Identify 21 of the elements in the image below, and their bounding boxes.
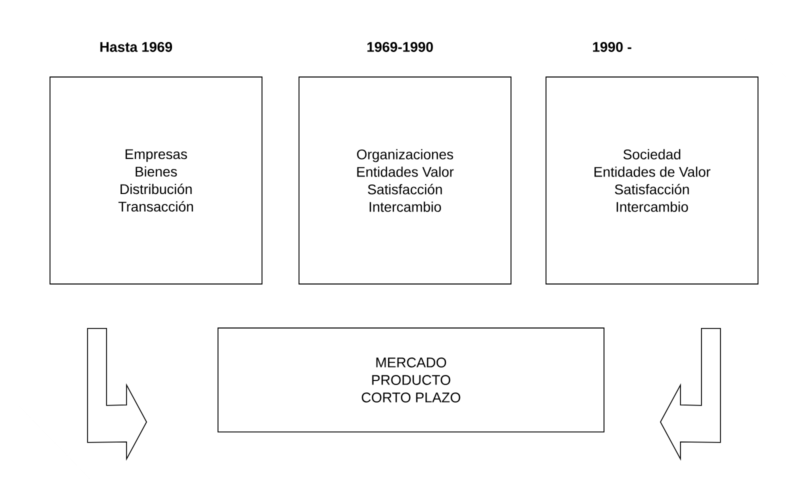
bent-arrow <box>660 328 721 461</box>
node-label: Organizaciones <box>357 149 454 162</box>
node-label: Entidades Valor <box>357 166 454 177</box>
node-label: Intercambio <box>616 202 688 212</box>
period-heading: Hasta 1969 <box>100 42 172 52</box>
node-label: Satisfacción <box>368 184 442 194</box>
node-label: Bienes <box>136 166 177 177</box>
text-box: Organizaciones Entidades Valor Satisfacción Intercambio <box>298 76 512 284</box>
node-label: Transacción <box>118 201 193 212</box>
text-box: Sociedad Entidades de Valor Satisfacción Intercambio <box>546 76 758 284</box>
text-box: Empresas Bienes Distribución Transacción <box>50 76 262 284</box>
node-label: Satisfacción <box>614 184 689 194</box>
node-label: Empresas <box>126 149 188 162</box>
period-heading: 1990 - <box>593 42 632 52</box>
text-box: MERCADO PRODUCTO CORTO PLAZO <box>218 328 604 432</box>
bent-arrow <box>87 328 148 461</box>
node-label: Distribución <box>120 184 192 194</box>
node-label: Sociedad <box>623 149 680 160</box>
node-label: Entidades de Valor <box>594 166 710 177</box>
period-heading: 1969-1990 <box>367 42 433 52</box>
node-label: Intercambio <box>370 202 441 212</box>
